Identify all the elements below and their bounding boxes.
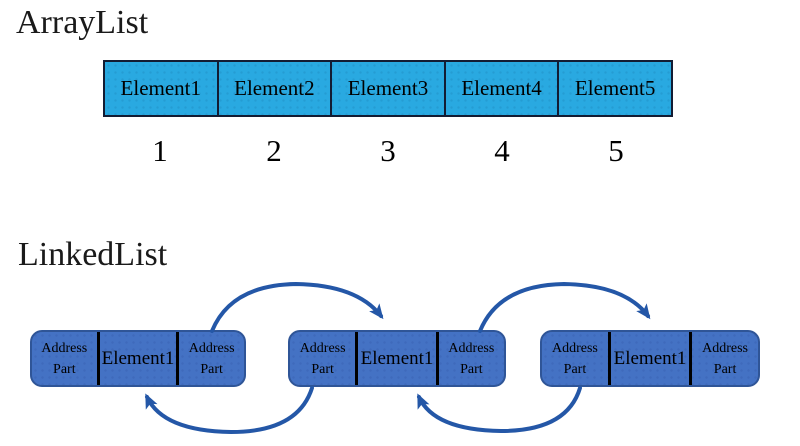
node2-address-part-right: Address Part — [448, 340, 495, 377]
array-cell-4: Element4 — [446, 62, 560, 115]
array-index-4: 4 — [494, 133, 510, 168]
node-divider — [689, 332, 693, 385]
linkedlist-node-2: Address Part Element1 Address Part — [288, 330, 506, 387]
node-divider — [435, 332, 439, 385]
node3-element: Element1 — [613, 347, 687, 369]
arrow-node2-to-node3 — [478, 281, 651, 333]
node2-element: Element1 — [360, 347, 434, 369]
array-index-1: 1 — [152, 133, 168, 168]
arraylist-title: ArrayList — [16, 4, 149, 41]
node2-address-part-left: Address Part — [299, 340, 346, 377]
linkedlist-node-1: Address Part Element1 Address Part — [30, 330, 246, 387]
array-cell-3: Element3 — [332, 62, 446, 115]
linkedlist-node-3: Address Part Element1 Address Part — [540, 330, 760, 387]
node-divider — [176, 332, 180, 385]
node3-address-part-right: Address Part — [702, 340, 748, 377]
array-index-5: 5 — [608, 133, 624, 168]
node-divider — [355, 332, 359, 385]
arraylist-cells: Element1 Element2 Element3 Element4 Elem… — [103, 60, 673, 117]
node-divider — [96, 332, 100, 385]
arrow-node2-to-node1 — [145, 386, 314, 435]
linkedlist-title: LinkedList — [18, 236, 168, 273]
node1-address-part-right: Address Part — [188, 340, 235, 377]
arrow-node1-to-node2 — [210, 281, 384, 333]
array-cell-5: Element5 — [574, 76, 656, 100]
arraylist-indices: 1 2 3 4 5 — [103, 133, 673, 173]
node1-address-part-left: Address Part — [41, 340, 88, 377]
array-cell-2: Element2 — [219, 62, 333, 115]
node3-address-part-left: Address Part — [551, 340, 598, 377]
array-index-2: 2 — [266, 133, 282, 168]
arrow-node3-to-node2 — [417, 386, 582, 434]
node-divider — [607, 332, 611, 385]
array-index-3: 3 — [380, 133, 396, 168]
array-cell-1: Element1 — [105, 62, 219, 115]
node1-element: Element1 — [101, 347, 175, 369]
